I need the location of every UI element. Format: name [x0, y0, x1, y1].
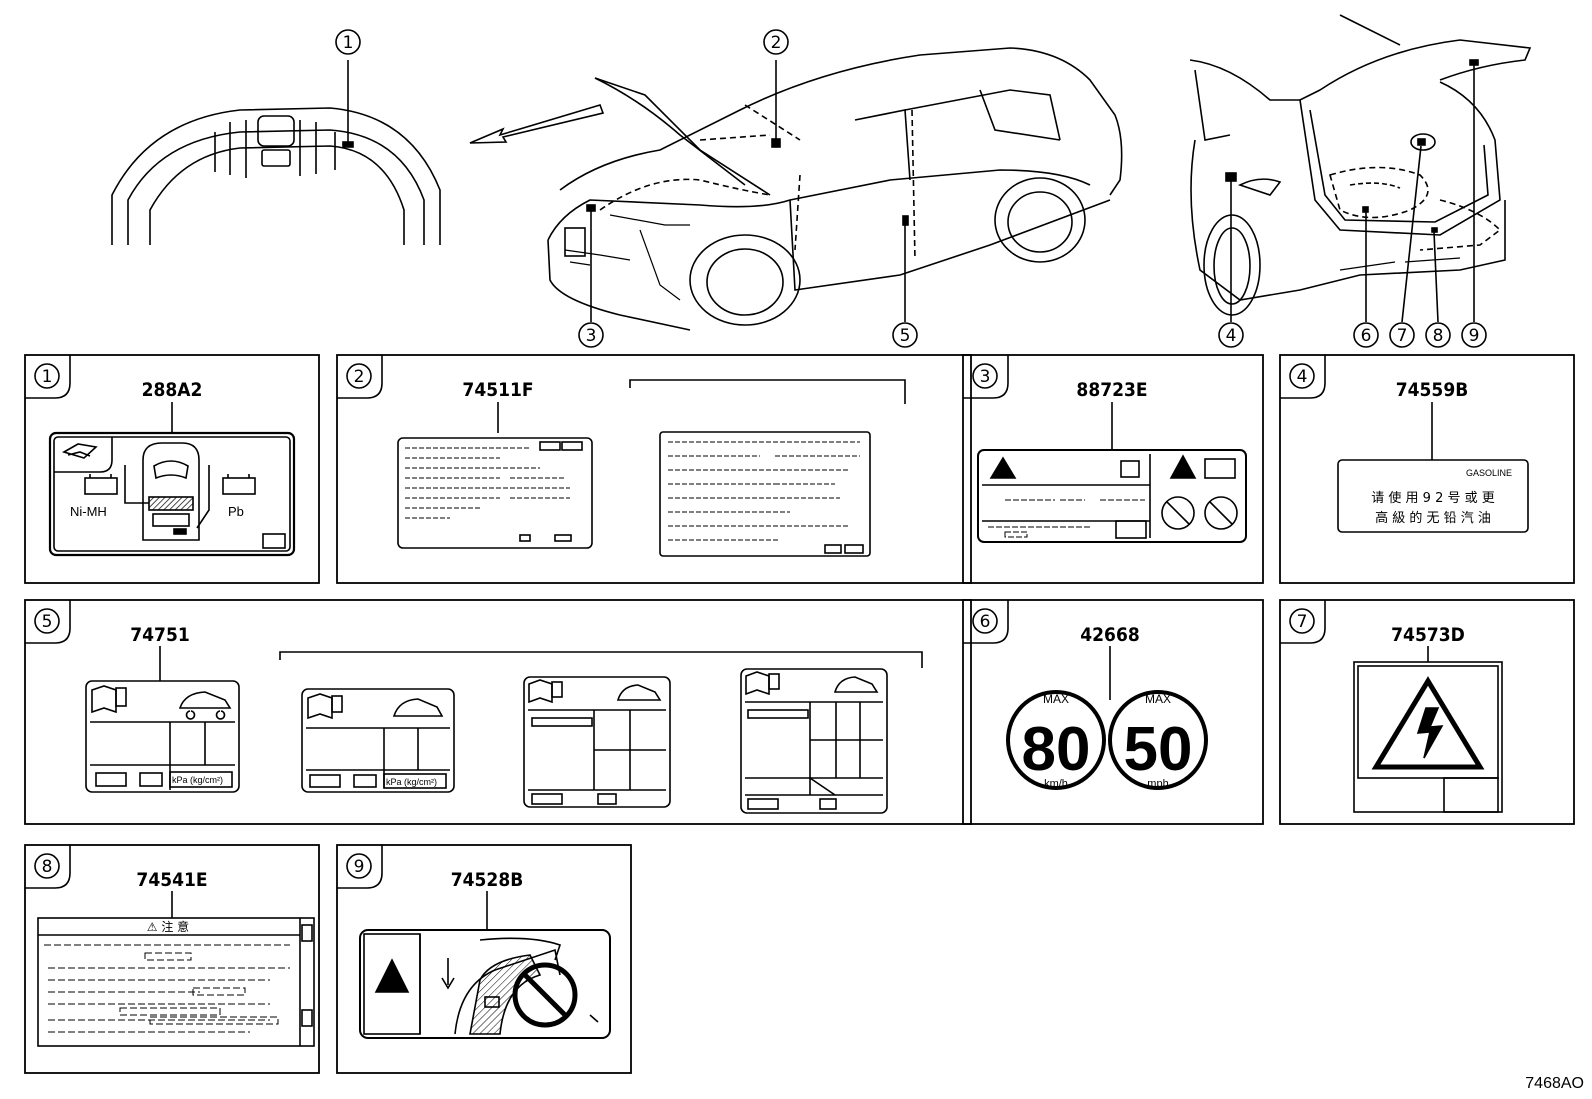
fuel-line-1: 请 使 用 9 2 号 或 更 [1371, 490, 1494, 506]
label-288A2 [48, 402, 296, 557]
callout-8 [1425, 322, 1451, 348]
part-number-88723E: 88723E [1076, 379, 1147, 401]
speed-value-2: 50 [1124, 715, 1193, 784]
max-label-1: MAX [1043, 692, 1069, 706]
callout-4 [1218, 322, 1244, 348]
callout-3-label: 3 [586, 326, 597, 346]
callout-9-label: 9 [1469, 326, 1480, 346]
panel-frames [24, 354, 1575, 1074]
part-number-74541E: 74541E [136, 869, 207, 891]
callout-2 [763, 29, 789, 55]
part-number-74528B: 74528B [451, 869, 524, 891]
callout-3 [578, 322, 604, 348]
direction-arrow [469, 104, 605, 144]
label-74541E [37, 891, 315, 1047]
panel-tabs [25, 355, 1326, 889]
speed-unit-2: mph [1147, 778, 1168, 790]
part-number-74751: 74751 [130, 624, 189, 646]
label-88723E [977, 402, 1247, 543]
panel-5-number: 5 [42, 612, 53, 632]
part-number-74559B: 74559B [1396, 379, 1469, 401]
caution-header: ⚠ 注 意 [147, 919, 189, 934]
label-74511F [397, 379, 906, 557]
dashboard-illustration [111, 60, 441, 245]
label-74751 [85, 646, 923, 814]
panel-3-number: 3 [980, 367, 991, 387]
label-74573D [1353, 646, 1503, 813]
gasoline-text: GASOLINE [1466, 468, 1512, 478]
part-number-288A2: 288A2 [142, 379, 203, 401]
callout-4-label: 4 [1226, 326, 1237, 346]
callout-6 [1353, 322, 1379, 348]
speed-unit-1: km/h [1044, 778, 1068, 790]
panel-7-number: 7 [1297, 612, 1308, 632]
label-42668 [1006, 646, 1208, 790]
callout-2-label: 2 [771, 33, 782, 53]
max-label-2: MAX [1145, 692, 1171, 706]
part-number-74573D: 74573D [1391, 624, 1465, 646]
ni-mh-text: Ni-MH [70, 504, 107, 519]
callout-5-label: 5 [900, 326, 911, 346]
diagram-reference-code: 7468AO [1525, 1075, 1584, 1092]
pb-text: Pb [228, 504, 244, 519]
callout-8-label: 8 [1433, 326, 1444, 346]
label-74559B [1337, 402, 1529, 533]
panel-2-number: 2 [354, 367, 365, 387]
callout-6-label: 6 [1361, 326, 1372, 346]
panel-1-number: 1 [42, 367, 53, 387]
callout-1-label: 1 [343, 33, 354, 53]
panel-8-number: 8 [42, 857, 53, 877]
label-74528B [359, 891, 611, 1039]
part-number-42668: 42668 [1080, 624, 1139, 646]
callout-9 [1461, 322, 1487, 348]
panel-9-number: 9 [354, 857, 365, 877]
panel-6-number: 6 [980, 612, 991, 632]
pressure-unit-text: kPa (kg/cm²) [172, 775, 223, 785]
pressure-unit-text-2: kPa (kg/cm²) [386, 777, 437, 787]
callout-5 [892, 322, 918, 348]
speed-value-1: 80 [1022, 715, 1091, 784]
car-rear-illustration [1189, 14, 1532, 323]
part-number-74511F: 74511F [462, 379, 533, 401]
car-front-illustration [547, 47, 1123, 331]
callout-7 [1389, 322, 1415, 348]
callout-7-label: 7 [1397, 326, 1408, 346]
panel-4-number: 4 [1297, 367, 1308, 387]
callout-1 [335, 29, 361, 55]
fuel-line-2: 高 級 的 无 铅 汽 油 [1375, 510, 1491, 526]
